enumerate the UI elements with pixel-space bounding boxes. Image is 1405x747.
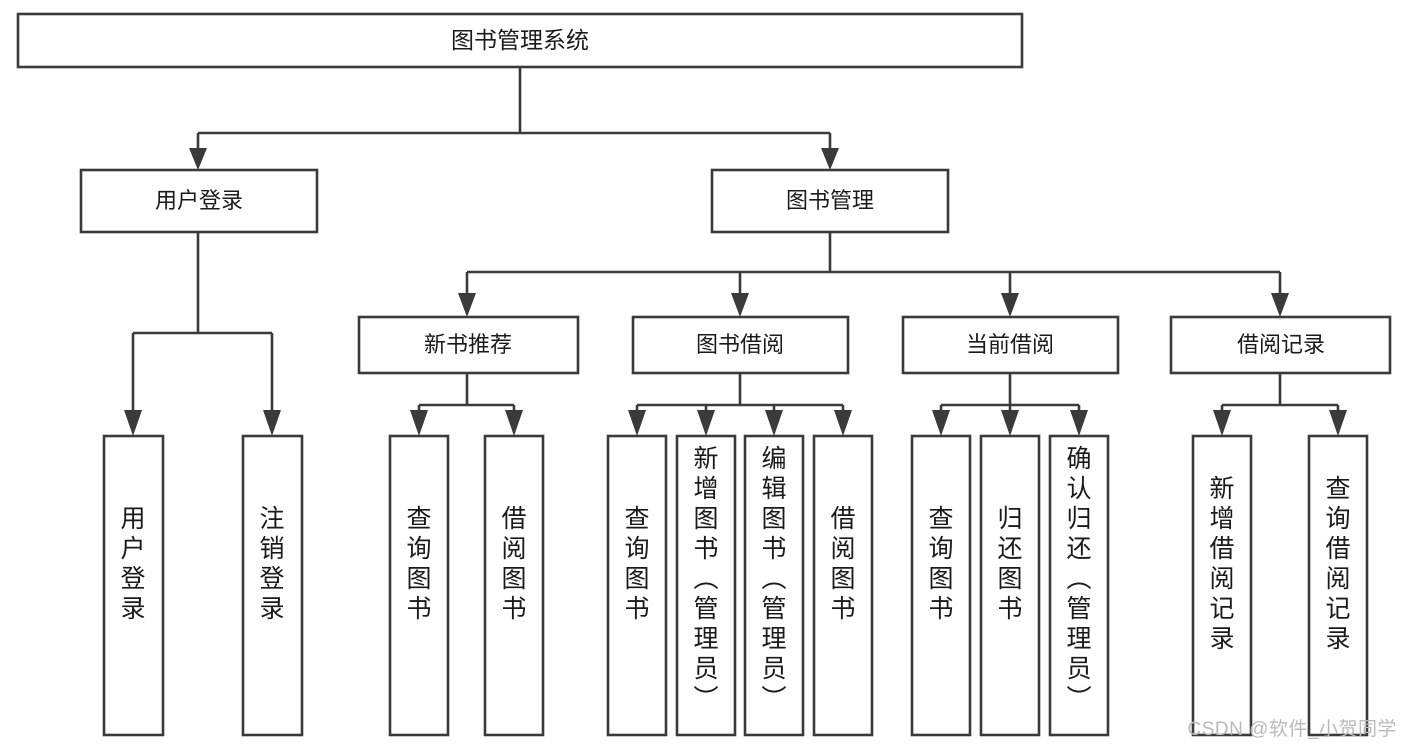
arrow-head-icon xyxy=(124,410,142,436)
node-leaf-return-book-box[interactable] xyxy=(979,434,1041,737)
arrow-head-icon xyxy=(1213,410,1231,436)
connector-currentborrow-to-leaves xyxy=(932,373,1088,436)
node-user-login[interactable]: 用户登录 xyxy=(79,168,319,234)
node-book-borrow[interactable]: 图书借阅 xyxy=(631,315,850,375)
node-current-borrow[interactable]: 当前借阅 xyxy=(901,315,1120,375)
node-leaf-borrow-book-2-box[interactable] xyxy=(812,434,874,737)
node-leaf-query-book-3[interactable]: 查询图书 xyxy=(910,434,972,737)
node-new-book-recommend-box[interactable] xyxy=(357,315,580,375)
node-leaf-query-record-label: 查询借阅记录 xyxy=(1325,475,1350,653)
node-leaf-user-login[interactable]: 用户登录 xyxy=(102,434,165,737)
node-leaf-edit-book-label: 编辑图书︵管理员︶ xyxy=(761,445,786,713)
arrow-head-icon xyxy=(410,410,428,436)
node-leaf-borrow-book-2-label: 借阅图书 xyxy=(830,505,855,623)
arrow-head-icon xyxy=(731,293,749,317)
connector-bookmanage-to-level3 xyxy=(458,232,1289,317)
node-leaf-confirm-return[interactable]: 确认归还︵管理员︶ xyxy=(1048,434,1110,737)
node-leaf-logout-login[interactable]: 注销登录 xyxy=(241,434,304,737)
node-borrow-record-label: 借阅记录 xyxy=(1237,332,1325,357)
connector-borrowrecord-to-leaves xyxy=(1213,373,1347,436)
node-leaf-return-book-label: 归还图书 xyxy=(997,505,1022,623)
node-leaf-add-book-box[interactable] xyxy=(675,434,737,737)
node-leaf-add-book-label: 新增图书︵管理员︶ xyxy=(693,445,718,713)
node-leaf-borrow-book-1-label: 借阅图书 xyxy=(501,505,526,623)
node-leaf-user-login-label: 用户登录 xyxy=(120,505,145,623)
node-book-borrow-box[interactable] xyxy=(631,315,850,375)
node-new-book-recommend-label: 新书推荐 xyxy=(424,332,512,357)
node-leaf-add-record-box[interactable] xyxy=(1191,434,1253,737)
node-leaf-query-book-2-label: 查询图书 xyxy=(624,505,649,623)
node-leaf-borrow-book-1[interactable]: 借阅图书 xyxy=(483,434,545,737)
arrow-head-icon xyxy=(458,293,476,317)
node-user-login-label: 用户登录 xyxy=(155,188,243,213)
arrow-head-icon xyxy=(932,410,950,436)
node-leaf-query-book-3-box[interactable] xyxy=(910,434,972,737)
node-borrow-record-box[interactable] xyxy=(1169,315,1392,375)
connector-userlogin-to-leaves xyxy=(124,232,281,436)
arrow-head-icon xyxy=(1001,410,1019,436)
node-leaf-query-book-2-box[interactable] xyxy=(606,434,668,737)
node-leaf-add-record[interactable]: 新增借阅记录 xyxy=(1191,434,1253,737)
arrow-head-icon xyxy=(1070,410,1088,436)
connector-root-to-level2 xyxy=(189,67,839,170)
connector-bookborrow-to-leaves xyxy=(628,373,852,436)
arrow-head-icon xyxy=(821,148,839,170)
node-current-borrow-box[interactable] xyxy=(901,315,1120,375)
node-root-label: 图书管理系统 xyxy=(451,27,589,53)
node-user-login-box[interactable] xyxy=(79,168,319,234)
node-leaf-confirm-return-box[interactable] xyxy=(1048,434,1110,737)
node-book-manage[interactable]: 图书管理 xyxy=(710,168,950,234)
node-leaf-return-book[interactable]: 归还图书 xyxy=(979,434,1041,737)
arrow-head-icon xyxy=(697,410,715,436)
arrow-head-icon xyxy=(263,410,281,436)
arrow-head-icon xyxy=(189,148,207,170)
node-leaf-edit-book-box[interactable] xyxy=(743,434,805,737)
node-root-box[interactable] xyxy=(16,12,1024,69)
node-leaf-borrow-book-2[interactable]: 借阅图书 xyxy=(812,434,874,737)
arrow-head-icon xyxy=(505,410,523,436)
node-root[interactable]: 图书管理系统 xyxy=(16,12,1024,69)
connector-newbook-to-leaves xyxy=(410,373,523,436)
node-leaf-query-record[interactable]: 查询借阅记录 xyxy=(1307,434,1369,737)
node-borrow-record[interactable]: 借阅记录 xyxy=(1169,315,1392,375)
node-book-manage-box[interactable] xyxy=(710,168,950,234)
node-leaf-edit-book[interactable]: 编辑图书︵管理员︶ xyxy=(743,434,805,737)
node-leaf-confirm-return-label: 确认归还︵管理员︶ xyxy=(1066,445,1091,713)
node-leaf-query-record-box[interactable] xyxy=(1307,434,1369,737)
node-new-book-recommend[interactable]: 新书推荐 xyxy=(357,315,580,375)
node-current-borrow-label: 当前借阅 xyxy=(966,332,1054,357)
csdn-watermark: CSDN @软件_小贺同学 xyxy=(1187,719,1397,740)
node-leaf-query-book-1-label: 查询图书 xyxy=(406,505,431,623)
node-leaf-add-record-label: 新增借阅记录 xyxy=(1209,475,1234,653)
arrow-head-icon xyxy=(1271,293,1289,317)
node-leaf-borrow-book-1-box[interactable] xyxy=(483,434,545,737)
node-book-manage-label: 图书管理 xyxy=(786,188,874,213)
node-leaf-user-login-box[interactable] xyxy=(102,434,165,737)
arrow-head-icon xyxy=(1001,293,1019,317)
node-leaf-query-book-1[interactable]: 查询图书 xyxy=(388,434,450,737)
arrow-head-icon xyxy=(628,410,646,436)
arrow-head-icon xyxy=(834,410,852,436)
node-leaf-logout-login-box[interactable] xyxy=(241,434,304,737)
node-leaf-query-book-1-box[interactable] xyxy=(388,434,450,737)
node-leaf-query-book-3-label: 查询图书 xyxy=(928,505,953,623)
arrow-head-icon xyxy=(765,410,783,436)
node-book-borrow-label: 图书借阅 xyxy=(696,332,784,357)
node-leaf-logout-login-label: 注销登录 xyxy=(259,505,284,623)
node-leaf-add-book[interactable]: 新增图书︵管理员︶ xyxy=(675,434,737,737)
arrow-head-icon xyxy=(1329,410,1347,436)
node-leaf-query-book-2[interactable]: 查询图书 xyxy=(606,434,668,737)
